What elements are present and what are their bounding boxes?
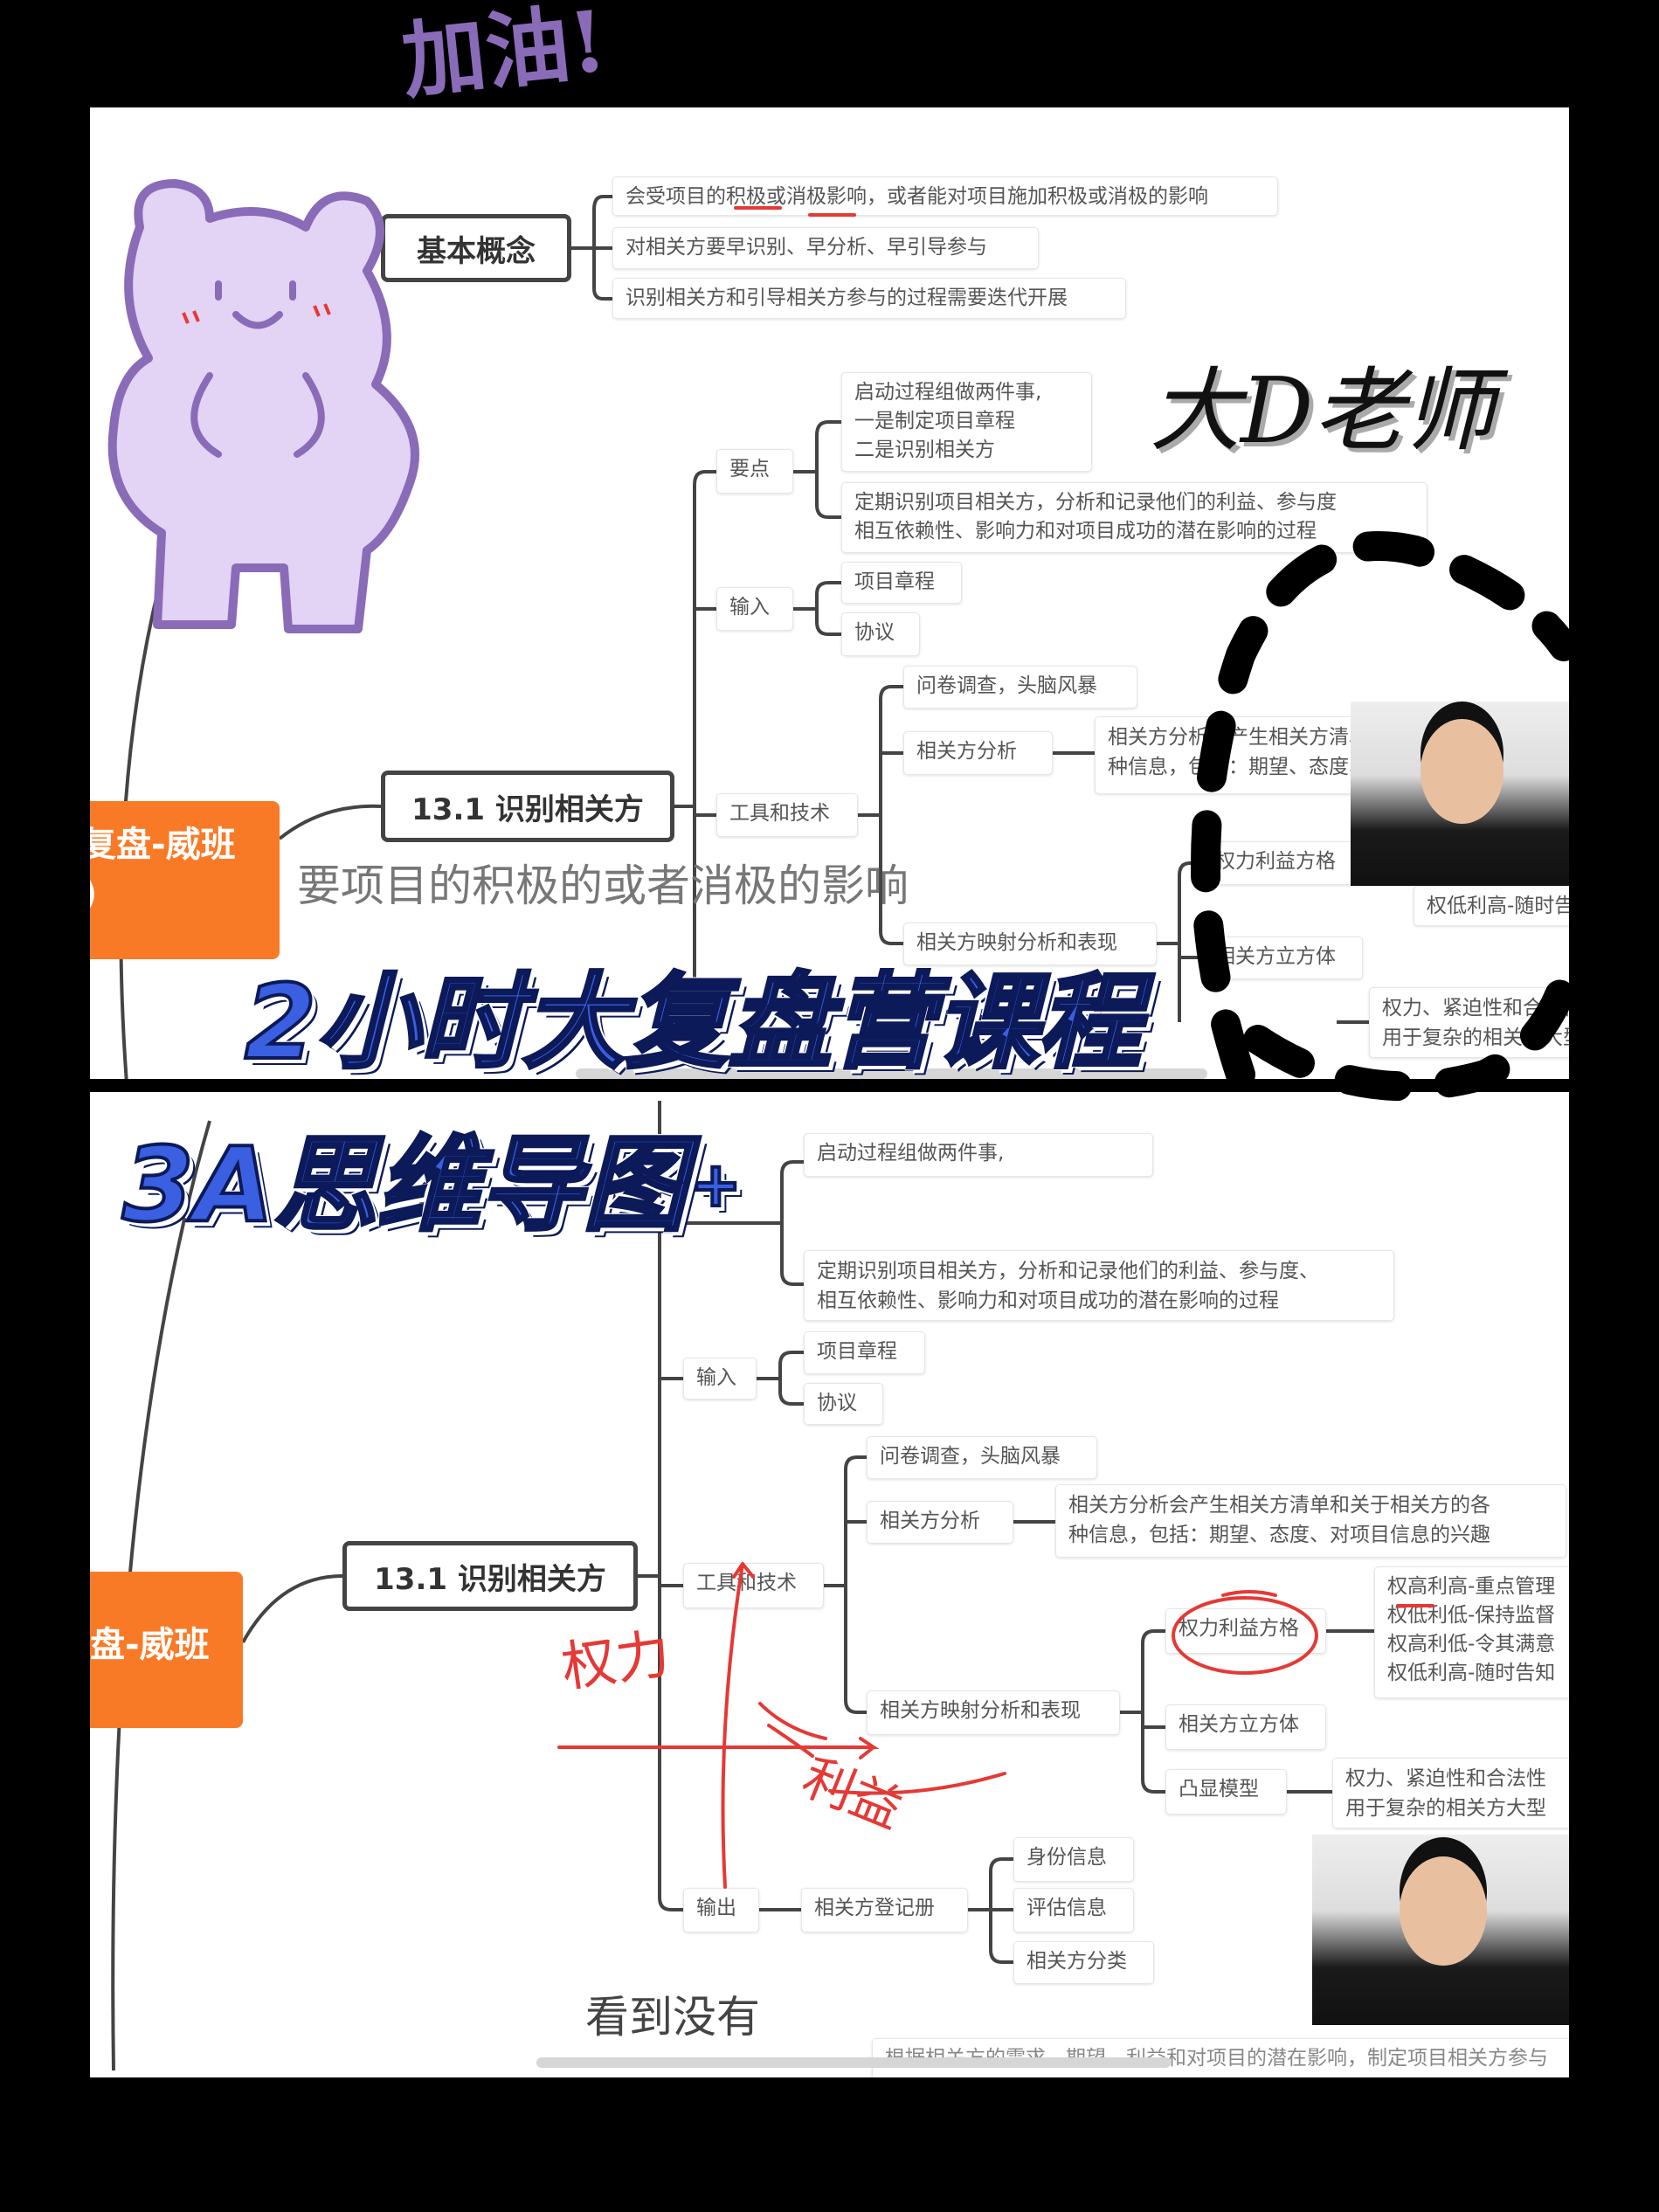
output-stakeholder-register[interactable]: 相关方登记册	[801, 1888, 968, 1932]
horizontal-scrollbar-bottom[interactable]	[536, 2057, 1171, 2068]
dashed-circle-decoration	[1191, 531, 1573, 1102]
tool-power-interest-grid[interactable]: 权力利益方格	[1202, 841, 1363, 885]
line: 启动过程组做两件事,	[854, 381, 1042, 404]
teacher-video-top	[1351, 702, 1569, 886]
teacher-face	[1400, 1856, 1487, 1966]
line: 权高利低-令其满意	[1387, 1633, 1556, 1656]
grid-items[interactable]: 权高利高-重点管理 权低利低-保持监督 权高利低-令其满意 权低利高-随时告知	[1374, 1566, 1569, 1698]
line: 一是制定项目章程	[854, 410, 1015, 432]
promo-title-line2: 3A思维导图	[121, 1124, 688, 1245]
process-node-13-1[interactable]: 13.1 识别相关方	[342, 1541, 638, 1611]
red-underline-positive	[734, 206, 782, 210]
line: 权高利高-重点管理	[1387, 1575, 1556, 1598]
tool-stakeholder-analysis[interactable]: 相关方分析	[867, 1501, 1013, 1544]
teacher-face	[1421, 719, 1503, 824]
tools-node[interactable]: 工具和技术	[683, 1563, 824, 1608]
video-subtitle-top: 要项目的积极的或者消极的影响	[297, 861, 909, 911]
grid-item[interactable]: 权低利高-随时告知	[1414, 886, 1569, 926]
inputs-node[interactable]: 输入	[683, 1358, 757, 1400]
horizontal-scrollbar-top[interactable]	[576, 1068, 1207, 1079]
outputs-node[interactable]: 输出	[683, 1888, 759, 1932]
tool-survey[interactable]: 问卷调查，头脑风暴	[903, 666, 1137, 709]
promo-title-line1: 2小时大复盘营课程	[243, 962, 1143, 1082]
teacher-signature: 大D老师	[1150, 357, 1496, 464]
root-label-line1: 复盘-威班	[90, 825, 236, 865]
root-node-bottom[interactable]: 盘-威班	[90, 1572, 243, 1728]
tool-stakeholder-cube[interactable]: 相关方立方体	[1165, 1704, 1326, 1750]
line: 权力、紧迫性和合法性	[1345, 1767, 1546, 1790]
concept-item-2[interactable]: 对相关方要早识别、早分析、早引导参与	[612, 227, 1039, 269]
mindmap-panel-bottom: 盘-威班 13.1 识别相关方 启动过程组做两件事, 定期识别项目相关方，分析和…	[90, 1092, 1569, 2077]
key-point-item-1[interactable]: 启动过程组做两件事, 一是制定项目章程 二是识别相关方	[841, 372, 1092, 472]
tool-power-interest-grid[interactable]: 权力利益方格	[1165, 1608, 1326, 1654]
line: 定期识别项目相关方，分析和记录他们的利益、参与度	[854, 491, 1337, 514]
key-points-node[interactable]: 要点	[716, 449, 793, 494]
register-classification[interactable]: 相关方分类	[1013, 1941, 1154, 1984]
root-node-top[interactable]: 复盘-威班 )	[90, 801, 280, 959]
video-subtitle-bottom: 看到没有	[585, 1992, 760, 2043]
input-project-charter[interactable]: 项目章程	[841, 562, 962, 604]
red-circle-mark	[1172, 1596, 1318, 1675]
bear-sticker-icon	[107, 179, 419, 633]
teacher-video-bottom	[1312, 1835, 1569, 2025]
key-point-item-2[interactable]: 定期识别项目相关方，分析和记录他们的利益、参与度、 相互依赖性、影响力和对项目成…	[804, 1250, 1394, 1321]
mindmap-panel-top: 复盘-威班 ) 基本概念 会受项目的积极或消极影响，或者能对项目施加积极或消极的…	[90, 107, 1569, 1079]
input-agreements[interactable]: 协议	[841, 612, 920, 656]
line: 用于复杂的相关方大型	[1345, 1797, 1546, 1820]
inputs-node[interactable]: 输入	[716, 587, 793, 631]
tool-stakeholder-mapping[interactable]: 相关方映射分析和表现	[903, 923, 1157, 965]
cheer-handwriting: 加油!	[397, 0, 612, 111]
promo-plus: +	[688, 1149, 743, 1220]
register-assessment-info[interactable]: 评估信息	[1013, 1888, 1134, 1932]
line: 二是识别相关方	[854, 439, 995, 461]
line: 相互依赖性、影响力和对项目成功的潜在影响的过程	[817, 1289, 1279, 1312]
tool-stakeholder-mapping[interactable]: 相关方映射分析和表现	[867, 1690, 1120, 1735]
process-node-13-1[interactable]: 13.1 识别相关方	[381, 771, 674, 842]
basic-concept-node[interactable]: 基本概念	[381, 214, 571, 282]
tools-node[interactable]: 工具和技术	[716, 793, 858, 837]
concept-item-1[interactable]: 会受项目的积极或消极影响，或者能对项目施加积极或消极的影响	[612, 176, 1278, 216]
tool-survey[interactable]: 问卷调查，头脑风暴	[867, 1436, 1097, 1479]
salience-description[interactable]: 权力、紧迫性和合法性 用于复杂的相关方大型	[1332, 1758, 1569, 1828]
line: 相关方分析会产生相关方清单和关于相关方的各	[1068, 1494, 1490, 1517]
line: 相互依赖性、影响力和对项目成功的潜在影响的过程	[854, 520, 1317, 543]
line: 种信息，包括：期望、态度、对项目信息的兴趣	[1068, 1524, 1490, 1546]
tool-stakeholder-cube[interactable]: 相关方立方体	[1202, 937, 1363, 979]
key-point-item-1[interactable]: 启动过程组做两件事,	[804, 1133, 1153, 1177]
red-annotations	[557, 1562, 1434, 1889]
tool-stakeholder-analysis[interactable]: 相关方分析	[903, 731, 1053, 775]
concept-item-3[interactable]: 识别相关方和引导相关方参与的过程需要迭代开展	[612, 278, 1126, 319]
input-project-charter[interactable]: 项目章程	[804, 1331, 925, 1374]
line: 权低利高-随时告知	[1387, 1662, 1556, 1684]
line: 定期识别项目相关方，分析和记录他们的利益、参与度、	[817, 1260, 1319, 1282]
red-axis-x	[557, 1737, 880, 1759]
tool-salience-model[interactable]: 凸显模型	[1165, 1769, 1287, 1815]
root-label-line2: )	[90, 869, 280, 918]
analysis-description[interactable]: 相关方分析会产生相关方清单和关于相关方的各 种信息，包括：期望、态度、对项目信息…	[1055, 1484, 1566, 1558]
red-axis-y	[721, 1562, 755, 1889]
red-underline-negative	[808, 213, 856, 217]
key-point-item-2[interactable]: 定期识别项目相关方，分析和记录他们的利益、参与度 相互依赖性、影响力和对项目成功…	[841, 482, 1427, 553]
connector-lines-bottom	[111, 1101, 1374, 2071]
input-agreements[interactable]: 协议	[804, 1383, 883, 1425]
connector-lines-top	[119, 195, 1369, 1079]
line: 权低利低-保持监督	[1387, 1604, 1556, 1627]
register-identity-info[interactable]: 身份信息	[1013, 1837, 1134, 1882]
